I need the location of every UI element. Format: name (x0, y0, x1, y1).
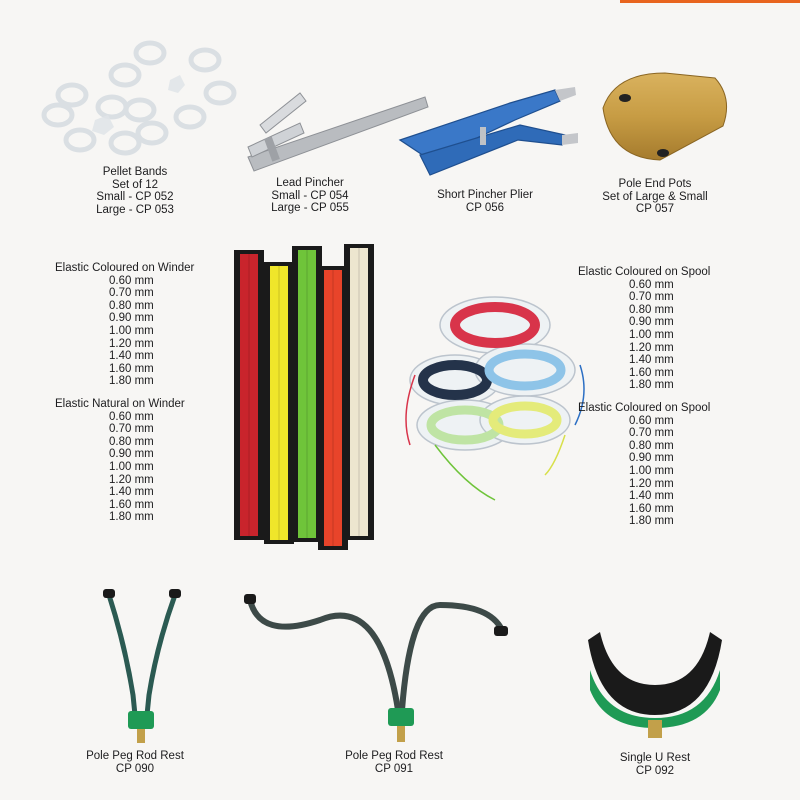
size-item: 1.60 mm (109, 498, 154, 511)
size-item: 1.20 mm (629, 477, 674, 490)
elastic-coloured-spool-list-2: Elastic Coloured on Spool 0.60 mm 0.70 m… (578, 402, 710, 528)
pole-end-pots-caption: Pole End Pots Set of Large & Small CP 05… (602, 178, 708, 215)
elastic-spools-image (405, 296, 585, 501)
lead-pincher-image (247, 92, 429, 172)
pole-peg-rod-rest-090-caption: Pole Peg Rod Rest CP 090 (86, 750, 184, 775)
size-item: 1.40 mm (629, 354, 674, 367)
size-item: 0.70 mm (109, 423, 154, 436)
pole-peg-rod-rest-091-caption: Pole Peg Rod Rest CP 091 (345, 750, 443, 775)
size-item: 0.80 mm (629, 439, 674, 452)
size-item: 0.80 mm (109, 299, 154, 312)
size-item: 0.70 mm (629, 291, 674, 304)
size-item: 0.70 mm (109, 287, 154, 300)
size-item: 0.60 mm (629, 278, 674, 291)
size-item: 1.00 mm (629, 328, 674, 341)
pole-peg-rod-rest-091-image (244, 594, 508, 742)
size-item: 0.60 mm (109, 274, 154, 287)
size-item: 1.80 mm (629, 379, 674, 392)
single-u-rest-caption: Single U Rest CP 092 (619, 752, 691, 777)
size-item: 1.60 mm (629, 502, 674, 515)
size-item: 1.60 mm (109, 362, 154, 375)
size-item: 0.90 mm (629, 316, 674, 329)
size-item: 0.70 mm (629, 427, 674, 440)
size-item: 1.00 mm (109, 460, 154, 473)
size-item: 1.40 mm (629, 490, 674, 503)
size-item: 1.80 mm (109, 375, 154, 388)
pellet-bands-image (41, 40, 237, 156)
size-item: 0.90 mm (109, 312, 154, 325)
size-item: 0.80 mm (629, 303, 674, 316)
pole-end-pots-image (602, 72, 728, 161)
size-item: 0.80 mm (109, 435, 154, 448)
size-item: 0.60 mm (629, 414, 674, 427)
list-title: Elastic Coloured on Spool (578, 266, 711, 278)
size-item: 0.90 mm (109, 448, 154, 461)
pole-peg-rod-rest-090-image (103, 589, 181, 743)
elastic-coloured-spool-list-1: Elastic Coloured on Spool 0.60 mm 0.70 m… (578, 266, 710, 392)
size-item: 1.40 mm (109, 486, 154, 499)
pellet-bands-caption: Pellet Bands Set of 12 Small - CP 052 La… (96, 166, 174, 216)
elastic-coloured-winder-list: Elastic Coloured on Winder 0.60 mm 0.70 … (55, 262, 194, 388)
size-item: 1.00 mm (109, 324, 154, 337)
list-title: Elastic Coloured on Spool (578, 402, 711, 414)
elastic-natural-winder-list: Elastic Natural on Winder 0.60 mm 0.70 m… (55, 398, 185, 524)
size-item: 0.90 mm (629, 452, 674, 465)
lead-pincher-caption: Lead Pincher Small - CP 054 Large - CP 0… (271, 177, 349, 214)
accent-bar (620, 0, 800, 3)
size-item: 1.00 mm (629, 464, 674, 477)
single-u-rest-image (588, 632, 722, 738)
list-title: Elastic Natural on Winder (55, 398, 185, 410)
size-item: 1.60 mm (629, 366, 674, 379)
size-item: 1.80 mm (629, 515, 674, 528)
short-pincher-plier-image (398, 87, 578, 176)
size-item: 1.40 mm (109, 350, 154, 363)
size-item: 1.20 mm (629, 341, 674, 354)
size-item: 1.80 mm (109, 511, 154, 524)
short-pincher-plier-caption: Short Pincher Plier CP 056 (437, 189, 533, 214)
size-item: 0.60 mm (109, 410, 154, 423)
list-title: Elastic Coloured on Winder (55, 262, 195, 274)
elastic-winders-image (234, 244, 374, 550)
size-item: 1.20 mm (109, 473, 154, 486)
size-item: 1.20 mm (109, 337, 154, 350)
